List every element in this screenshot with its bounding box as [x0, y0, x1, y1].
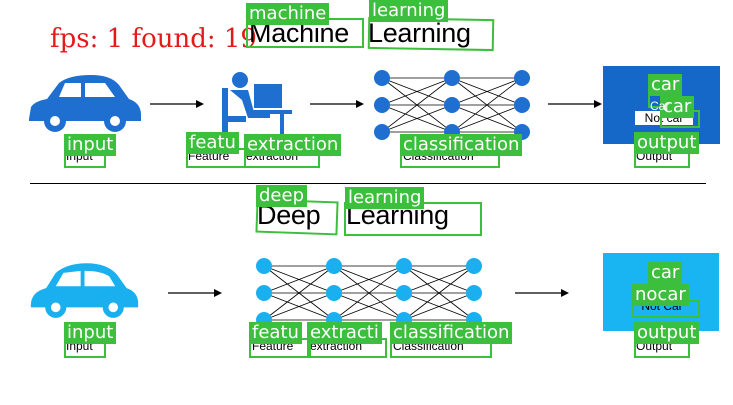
ml-title-learning: Learning: [368, 18, 471, 48]
detection-label: input: [64, 322, 117, 344]
car-icon: [30, 263, 139, 318]
detection-label: extraction: [244, 134, 342, 156]
arrow-icon: [168, 289, 222, 297]
detection-label: deep: [256, 185, 307, 207]
detection-label: featu: [249, 322, 302, 344]
section-divider: [30, 183, 706, 184]
detection-label: output: [634, 322, 700, 344]
neural-network-icon: [374, 70, 530, 140]
car-icon: [29, 75, 141, 132]
ml-output-car: Car: [650, 99, 670, 113]
arrow-icon: [548, 100, 602, 108]
arrow-icon: [515, 289, 569, 297]
detection-label: machine: [246, 3, 330, 25]
detection-label: classification: [400, 134, 523, 156]
detection-label: featu: [186, 132, 239, 154]
detection-label: learning: [369, 0, 449, 22]
detection-label: car: [648, 262, 683, 284]
detection-label: learning: [345, 187, 425, 209]
detection-label: extracti: [307, 322, 382, 344]
detection-label: nocar: [632, 284, 689, 306]
neural-network-icon: [256, 258, 482, 328]
detection-label: car: [648, 74, 683, 96]
detection-label: classification: [390, 322, 513, 344]
arrow-icon: [150, 100, 204, 108]
detection-label: input: [64, 134, 117, 156]
detection-box: [367, 16, 495, 52]
detection-label: car: [660, 96, 695, 118]
person-at-desk-icon: [222, 72, 292, 136]
detection-label: output: [634, 132, 700, 154]
fps-counter: fps: 1 found: 19: [50, 24, 257, 54]
arrow-icon: [310, 100, 364, 108]
